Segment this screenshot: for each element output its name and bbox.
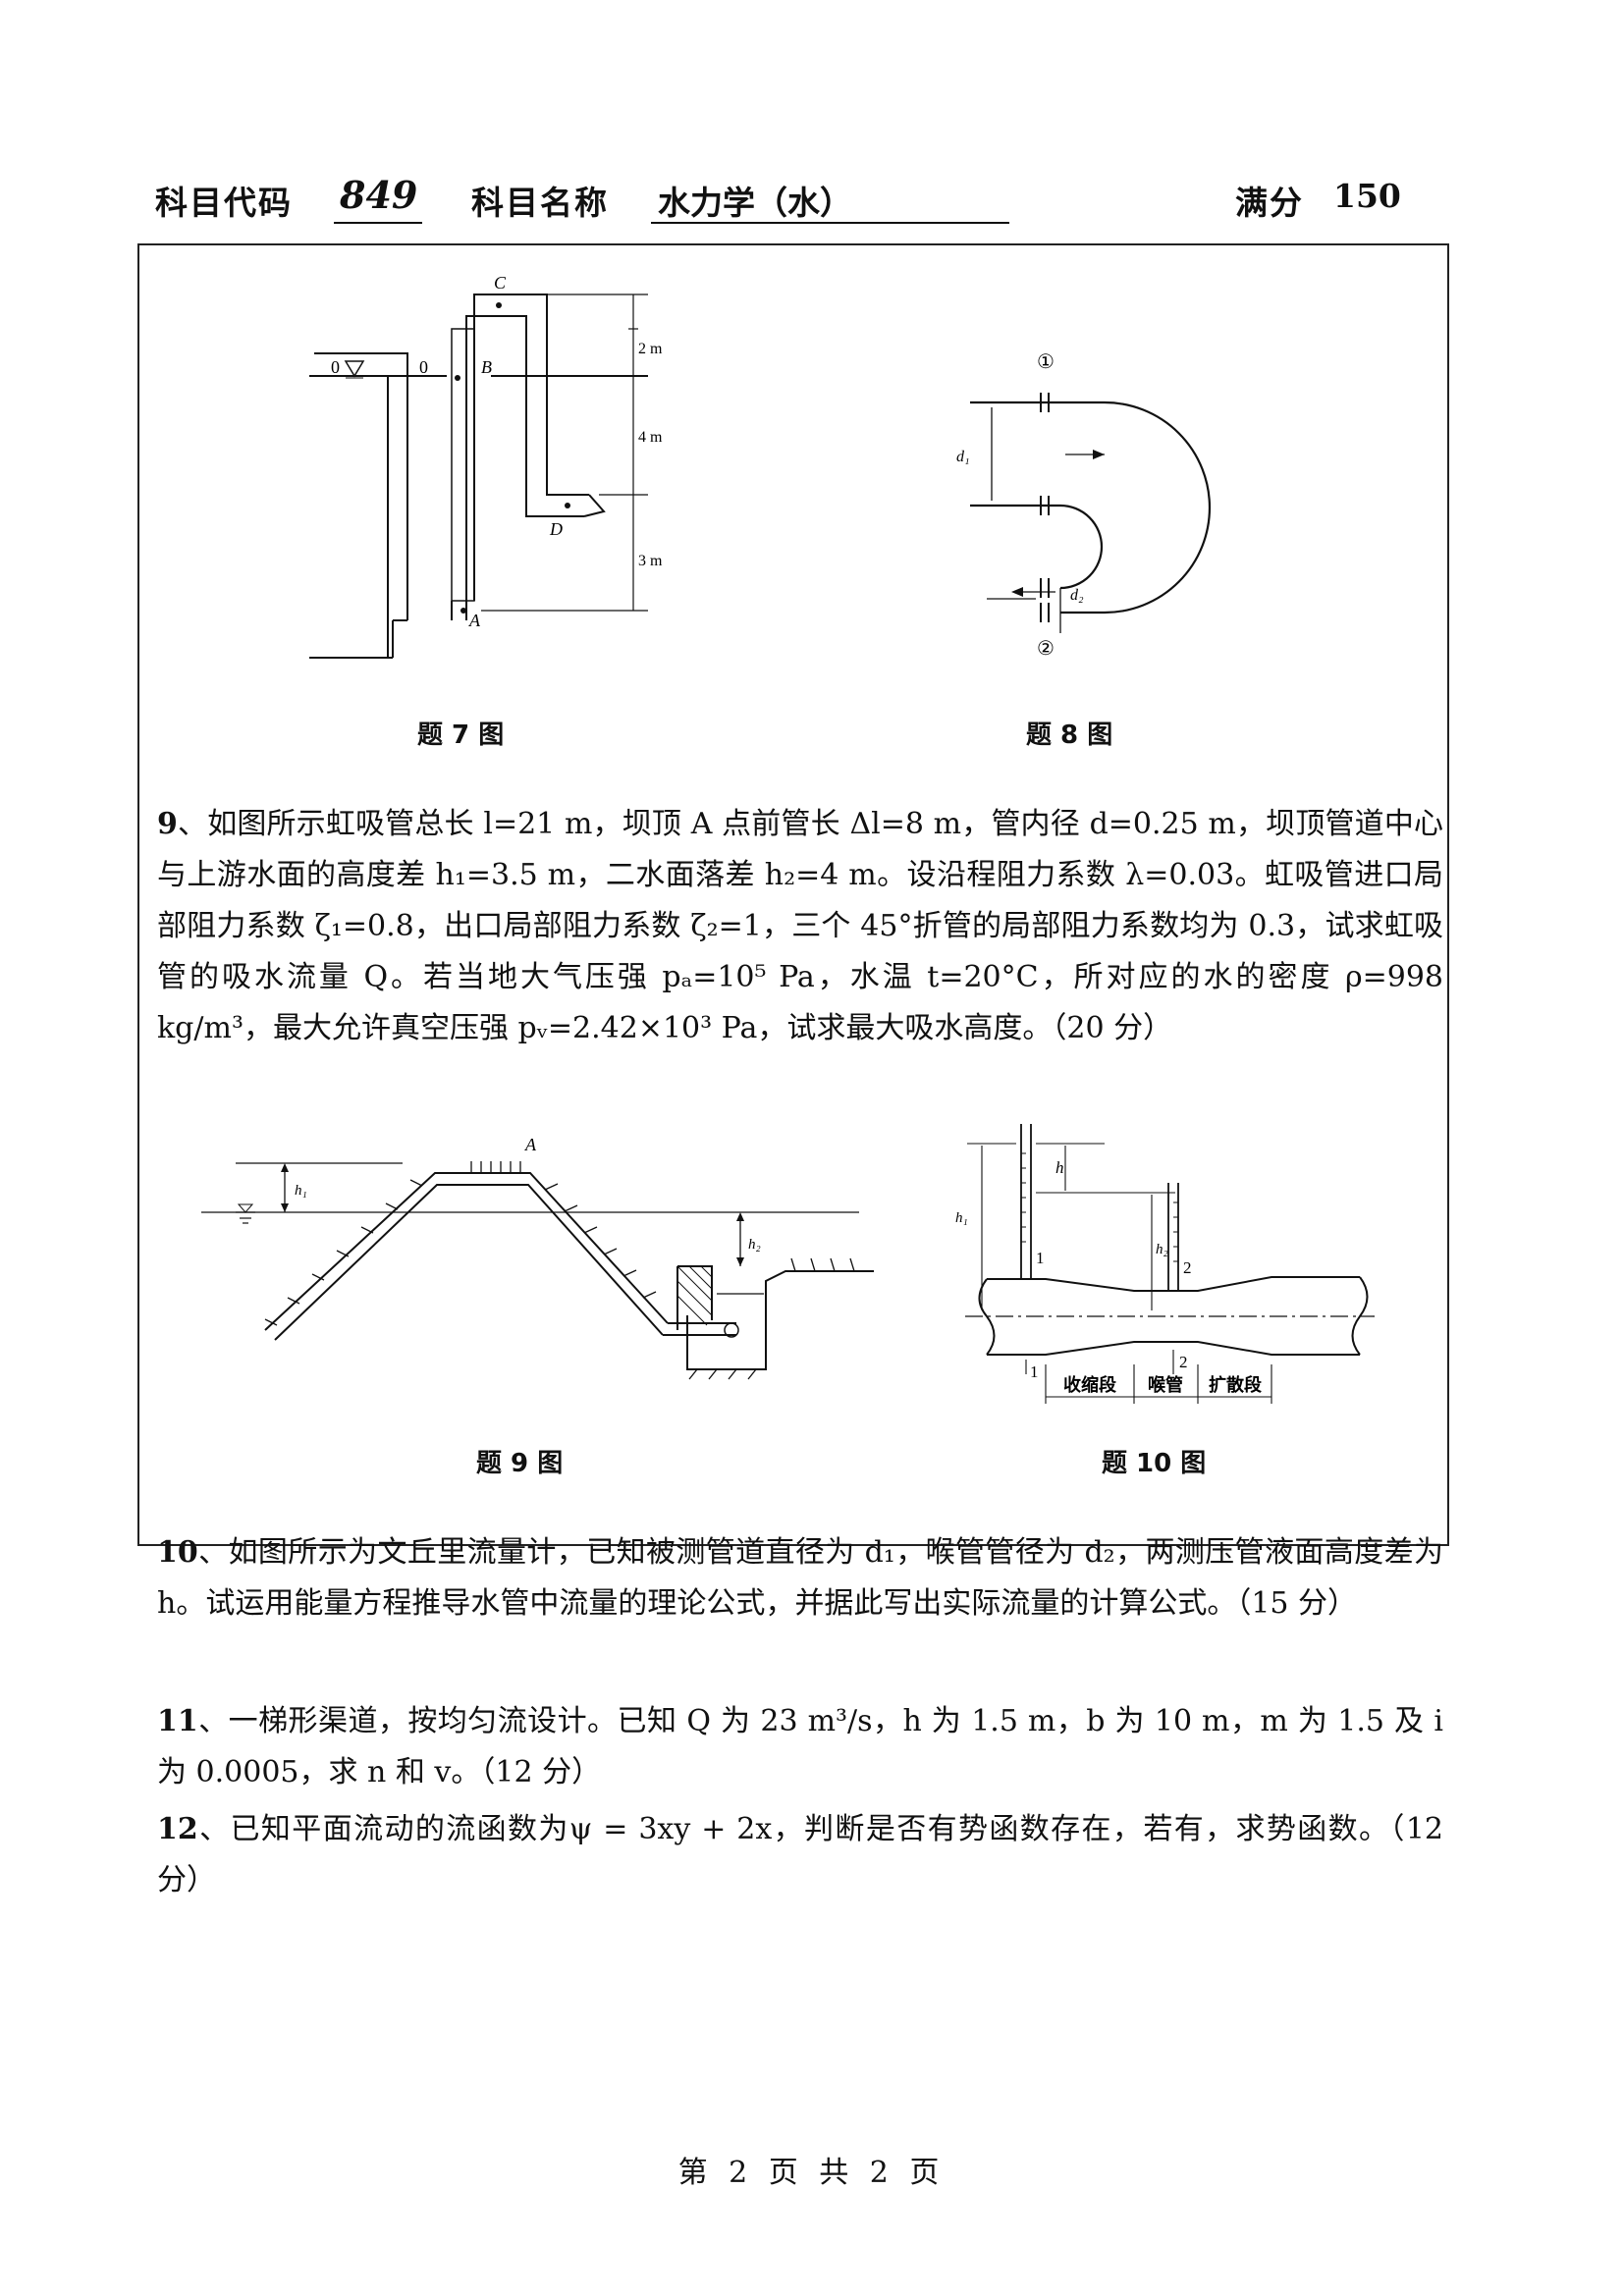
fig10-diverging-section: 扩散段 <box>1209 1374 1263 1396</box>
question-11: 11、一梯形渠道，按均匀流设计。已知 Q 为 23 m³/s，h 为 1.5 m… <box>157 1696 1443 1798</box>
question-11-number: 11 <box>157 1704 198 1738</box>
figure-7: 0 0 C B D A 2 m 4 m 3 m <box>309 275 663 659</box>
question-9-number: 9 <box>157 807 178 841</box>
page-footer: 第 2 页 共 2 页 <box>677 2156 946 2190</box>
question-12: 12、已知平面流动的流函数为ψ = 3xy + 2x，判断是否有势函数存在，若有… <box>157 1804 1443 1906</box>
fig10-converging-section: 收缩段 <box>1063 1374 1117 1396</box>
question-12-number: 12 <box>157 1812 198 1846</box>
full-score-label: 满分 <box>1235 184 1304 222</box>
fig7-water-level-0-right: 0 <box>419 357 428 377</box>
fig10-section-1-bottom: 1 <box>1030 1362 1039 1381</box>
fig7-point-a: A <box>468 611 481 630</box>
fig10-throat: 喉管 <box>1148 1374 1183 1396</box>
figure-10-caption: 题 10 图 <box>1102 1449 1207 1478</box>
fig7-dim-3m: 3 m <box>638 553 663 569</box>
fig10-h: h <box>1055 1158 1064 1177</box>
question-10-number: 10 <box>157 1535 198 1570</box>
subject-name-underline <box>651 222 1009 224</box>
fig7-point-b: B <box>481 357 492 377</box>
question-9-text: 、如图所示虹吸管总长 l=21 m，坝顶 A 点前管长 Δl=8 m，管内径 d… <box>157 807 1443 1045</box>
fig9-h2: h₂ <box>748 1237 761 1253</box>
question-12-text: 、已知平面流动的流函数为ψ = 3xy + 2x，判断是否有势函数存在，若有，求… <box>157 1812 1443 1897</box>
subject-code: 849 <box>340 173 418 217</box>
fig8-section-2: ② <box>1037 638 1055 660</box>
question-11-text: 、一梯形渠道，按均匀流设计。已知 Q 为 23 m³/s，h 为 1.5 m，b… <box>157 1704 1443 1789</box>
figure-9: A h₁ h₂ <box>201 1135 874 1380</box>
fig8-d2: d₂ <box>1070 587 1084 604</box>
fig7-dim-4m: 4 m <box>638 429 663 446</box>
figure-8: ① ② d₁ d₂ <box>956 351 1212 660</box>
subject-name: 水力学（水） <box>658 184 852 222</box>
full-score: 150 <box>1333 177 1401 215</box>
fig9-point-a: A <box>524 1135 537 1154</box>
subject-code-underline <box>334 222 422 224</box>
fig8-section-1: ① <box>1037 351 1055 373</box>
subject-code-label: 科目代码 <box>155 184 293 222</box>
fig8-d1: d₁ <box>956 449 970 465</box>
question-box <box>137 243 1449 1546</box>
exam-header: 科目代码 849 科目名称 水力学（水） 满分 150 <box>155 173 1422 236</box>
question-10: 10、如图所示为文丘里流量计，已知被测管道直径为 d₁，喉管管径为 d₂，两测压… <box>157 1527 1443 1629</box>
figure-8-caption: 题 8 图 <box>1026 721 1113 750</box>
fig10-h1: h₁ <box>955 1210 968 1226</box>
fig7-point-d: D <box>549 519 563 539</box>
figure-9-caption: 题 9 图 <box>476 1449 564 1478</box>
question-9: 9、如图所示虹吸管总长 l=21 m，坝顶 A 点前管长 Δl=8 m，管内径 … <box>157 799 1443 1054</box>
fig7-water-level-0-left: 0 <box>331 357 340 377</box>
figure-7-caption: 题 7 图 <box>417 721 505 750</box>
fig7-point-c: C <box>494 275 507 293</box>
fig10-section-2-bottom: 2 <box>1179 1353 1188 1371</box>
fig9-h1: h₁ <box>295 1183 307 1199</box>
question-10-text: 、如图所示为文丘里流量计，已知被测管道直径为 d₁，喉管管径为 d₂，两测压管液… <box>157 1535 1443 1621</box>
fig10-section-1-top: 1 <box>1036 1249 1045 1267</box>
subject-name-label: 科目名称 <box>471 184 609 222</box>
figure-10: h h₁ h₂ 1 2 1 2 收缩段 喉管 扩散段 <box>955 1124 1375 1404</box>
fig7-dim-2m: 2 m <box>638 341 663 357</box>
fig10-h2: h₂ <box>1156 1242 1168 1257</box>
fig10-section-2-top: 2 <box>1183 1258 1192 1277</box>
